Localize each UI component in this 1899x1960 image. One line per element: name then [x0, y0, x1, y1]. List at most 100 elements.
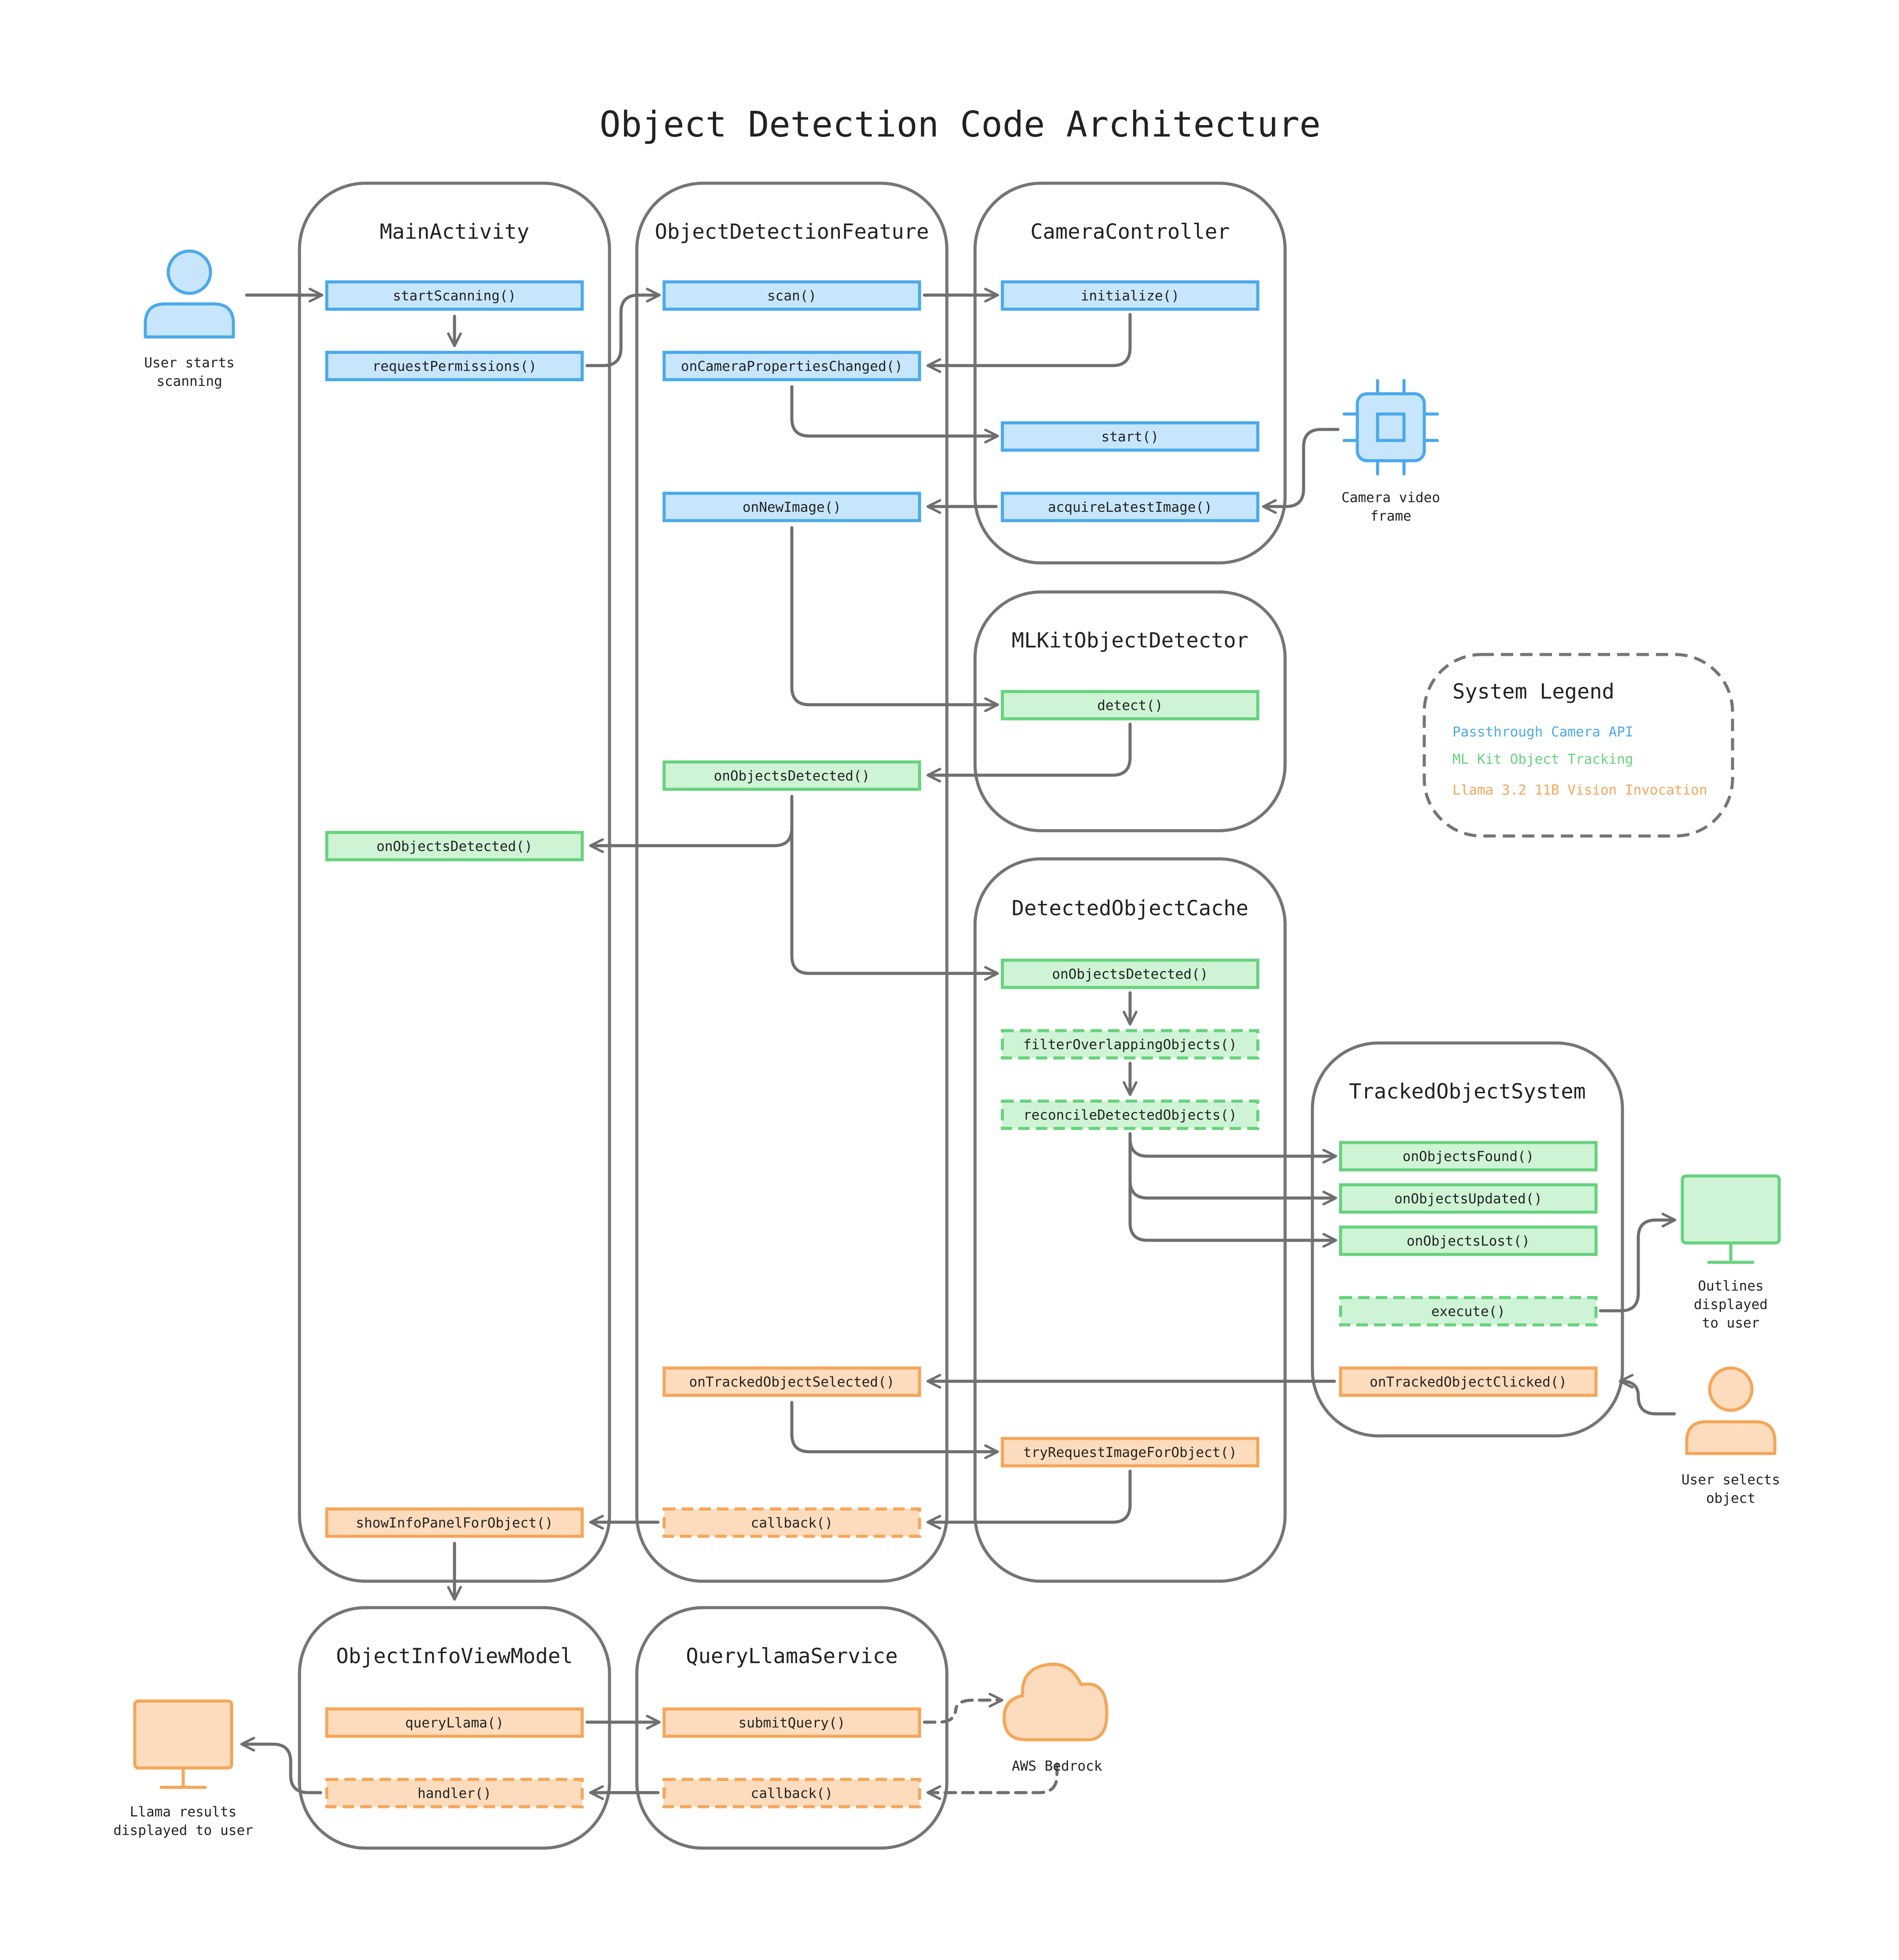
edge-reconcile-to-found [1128, 1132, 1337, 1164]
method-handler[interactable]: handler() [325, 1778, 584, 1808]
connectors [240, 288, 1677, 1800]
actor-caption: object [1706, 1490, 1755, 1506]
method-label: showInfoPanelForObject() [356, 1515, 553, 1531]
actor-caption: Outlines [1698, 1278, 1763, 1294]
edge-selected-to-try-request [790, 1401, 999, 1459]
method-label: handler() [417, 1786, 491, 1801]
method-label: onObjectsLost() [1407, 1233, 1530, 1249]
edge-frame-to-acquire [1262, 428, 1340, 514]
method-odf-callback[interactable]: callback() [662, 1507, 921, 1538]
edge-reconcile-to-lost [1128, 1179, 1337, 1248]
method-label: onObjectsFound() [1403, 1149, 1534, 1165]
method-label: onTrackedObjectClicked() [1370, 1374, 1567, 1390]
method-on-camera-properties-changed[interactable]: onCameraPropertiesChanged() [662, 351, 921, 381]
edge-initialize-to-camera-props [926, 313, 1132, 373]
edge-submit-to-bedrock [923, 1693, 1004, 1724]
actor-llama-results: Llama results displayed to user [113, 1699, 253, 1838]
legend-item-camera-api: Passthrough Camera API [1452, 724, 1633, 740]
system-legend: System Legend Passthrough Camera API ML … [1422, 653, 1734, 838]
container-title-camera-controller: CameraController [1031, 220, 1230, 244]
method-label: execute() [1431, 1304, 1505, 1320]
container-main-activity: MainActivity [298, 181, 611, 1583]
edge-handler-to-llama-results [240, 1737, 322, 1794]
method-on-objects-updated[interactable]: onObjectsUpdated() [1339, 1183, 1598, 1214]
container-object-detection-feature: ObjectDetectionFeature [635, 181, 949, 1583]
container-title-main-activity: MainActivity [380, 220, 529, 244]
method-initialize[interactable]: initialize() [1001, 280, 1260, 311]
method-query-llama[interactable]: queryLlama() [325, 1707, 584, 1738]
method-cache-on-objects-detected[interactable]: onObjectsDetected() [1001, 958, 1260, 989]
method-label: startScanning() [393, 288, 516, 304]
edge-try-request-to-callback [926, 1469, 1132, 1530]
method-label: detect() [1097, 698, 1163, 714]
method-scan[interactable]: scan() [662, 280, 921, 311]
actor-caption: to user [1702, 1315, 1760, 1331]
method-label: onNewImage() [743, 499, 841, 515]
legend-item-mlkit: ML Kit Object Tracking [1452, 751, 1633, 767]
actor-caption: displayed [1694, 1297, 1768, 1313]
method-show-info-panel[interactable]: showInfoPanelForObject() [325, 1507, 584, 1538]
method-detect[interactable]: detect() [1001, 690, 1260, 721]
method-filter-overlapping-objects[interactable]: filterOverlappingObjects() [1001, 1029, 1260, 1060]
method-reconcile-detected-objects[interactable]: reconcileDetectedObjects() [1001, 1099, 1260, 1130]
method-label: callback() [751, 1515, 833, 1531]
edge-bedrock-to-callback [926, 1762, 1059, 1800]
method-label: queryLlama() [405, 1715, 504, 1731]
monitor-icon [1681, 1174, 1781, 1264]
method-label: acquireLatestImage() [1048, 499, 1212, 515]
method-on-objects-lost[interactable]: onObjectsLost() [1339, 1225, 1598, 1256]
method-label: onObjectsUpdated() [1394, 1191, 1542, 1207]
person-icon [144, 249, 235, 339]
actor-caption: AWS Bedrock [1012, 1758, 1102, 1774]
method-on-tracked-object-selected[interactable]: onTrackedObjectSelected() [662, 1366, 921, 1397]
container-title-object-info-view-model: ObjectInfoViewModel [336, 1644, 573, 1668]
monitor-icon [133, 1699, 233, 1789]
method-label: initialize() [1081, 288, 1179, 304]
method-request-permissions[interactable]: requestPermissions() [325, 351, 584, 381]
container-camera-controller: CameraController [973, 181, 1287, 565]
actor-caption: frame [1370, 508, 1411, 524]
edge-new-image-to-detect [790, 526, 999, 712]
actor-caption: Camera video [1341, 490, 1440, 506]
method-try-request-image-for-object[interactable]: tryRequestImageForObject() [1001, 1437, 1260, 1468]
person-icon [1685, 1366, 1777, 1455]
method-label: onTrackedObjectSelected() [689, 1374, 895, 1390]
method-label: submitQuery() [739, 1715, 846, 1731]
actor-caption: Llama results [130, 1804, 237, 1820]
legend-title: System Legend [1452, 680, 1615, 704]
method-label: reconcileDetectedObjects() [1023, 1107, 1237, 1123]
method-boxes: startScanning() requestPermissions() onO… [325, 280, 1598, 1808]
method-label: scan() [767, 288, 816, 304]
actor-caption: displayed to user [113, 1823, 253, 1838]
method-main-on-objects-detected[interactable]: onObjectsDetected() [325, 831, 584, 862]
method-submit-query[interactable]: submitQuery() [662, 1707, 921, 1738]
method-on-objects-found[interactable]: onObjectsFound() [1339, 1141, 1598, 1172]
chip-icon [1342, 379, 1439, 476]
method-label: tryRequestImageForObject() [1023, 1445, 1237, 1461]
method-label: onCameraPropertiesChanged() [681, 359, 903, 374]
method-on-tracked-object-clicked[interactable]: onTrackedObjectClicked() [1339, 1366, 1598, 1397]
method-label: callback() [751, 1786, 833, 1801]
container-title-detected-object-cache: DetectedObjectCache [1012, 896, 1249, 921]
container-object-info-view-model: ObjectInfoViewModel [298, 1606, 611, 1850]
method-label: onObjectsDetected() [714, 768, 870, 784]
method-qls-callback[interactable]: callback() [662, 1778, 921, 1808]
edge-user-to-clicked [1618, 1374, 1676, 1416]
method-start[interactable]: start() [1001, 421, 1260, 452]
edge-execute-to-outlines [1599, 1213, 1677, 1313]
actor-caption: scanning [156, 374, 222, 389]
method-execute[interactable]: execute() [1339, 1296, 1598, 1327]
edge-detect-to-objects-detected [926, 722, 1132, 783]
method-odf-on-objects-detected[interactable]: onObjectsDetected() [662, 760, 921, 791]
cloud-icon [1002, 1663, 1108, 1742]
actor-caption: User selects [1681, 1472, 1780, 1488]
actor-outlines-displayed: Outlines displayed to user [1681, 1174, 1781, 1331]
actor-aws-bedrock: AWS Bedrock [1002, 1663, 1108, 1774]
method-label: filterOverlappingObjects() [1023, 1037, 1237, 1053]
container-title-object-detection-feature: ObjectDetectionFeature [655, 220, 929, 244]
method-start-scanning[interactable]: startScanning() [325, 280, 584, 311]
edge-permissions-to-scan [585, 288, 661, 367]
container-mlkit-object-detector: MLKitObjectDetector [973, 590, 1287, 832]
method-on-new-image[interactable]: onNewImage() [662, 492, 921, 522]
method-acquire-latest-image[interactable]: acquireLatestImage() [1001, 492, 1260, 522]
